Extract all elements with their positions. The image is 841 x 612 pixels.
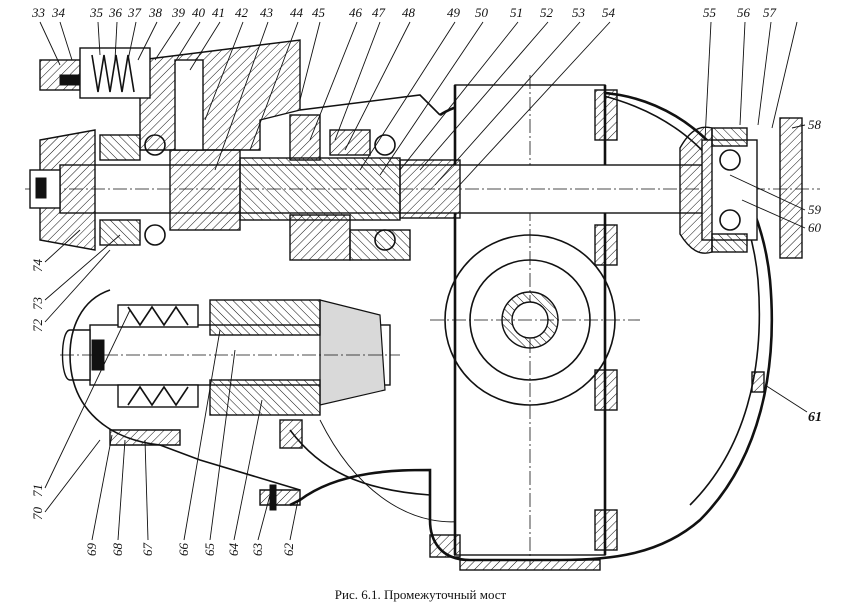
callout-71: 71 [30,484,45,497]
callout-52: 52 [540,5,554,20]
callout-37: 37 [127,5,142,20]
callout-69: 69 [84,543,99,557]
through-shaft [25,149,820,231]
callout-48: 48 [402,5,416,20]
callout-47: 47 [372,5,386,20]
callout-73: 73 [30,297,45,311]
callout-55: 55 [703,5,717,20]
callout-44: 44 [290,5,304,20]
callout-41: 41 [212,5,225,20]
callout-43: 43 [260,5,274,20]
callout-51: 51 [510,5,523,20]
callout-42: 42 [235,5,249,20]
callout-34: 34 [51,5,66,20]
callout-50: 50 [475,5,489,20]
callout-45: 45 [312,5,326,20]
leader-lines [39,21,808,541]
callout-35: 35 [89,5,104,20]
callout-63: 63 [250,543,265,557]
callout-68: 68 [110,543,125,557]
output-flange [679,117,803,259]
callout-64: 64 [226,543,241,557]
callout-labels: 33 34 35 36 37 38 39 40 41 42 43 44 45 4… [30,5,822,556]
callout-36: 36 [108,5,123,20]
callout-38: 38 [148,5,163,20]
callout-74: 74 [30,259,45,273]
breather-valve [39,47,151,99]
callout-72: 72 [30,319,45,333]
callout-67: 67 [140,543,155,557]
differential-gear [430,234,640,406]
pinion-shaft [60,299,400,416]
callout-49: 49 [447,5,461,20]
callout-53: 53 [572,5,586,20]
callout-40: 40 [192,5,206,20]
callout-60: 60 [808,220,822,235]
housing-bolt [429,371,765,558]
callout-54: 54 [602,5,616,20]
callout-39: 39 [171,5,186,20]
callout-61: 61 [808,410,822,425]
callout-56: 56 [737,5,751,20]
callout-58: 58 [808,117,822,132]
callout-62: 62 [281,543,296,557]
callout-46: 46 [349,5,363,20]
callout-66: 66 [176,543,191,557]
figure-caption: Рис. 6.1. Промежуточный мост [334,587,507,602]
input-flange [29,129,166,251]
callout-33: 33 [31,5,46,20]
callout-59: 59 [808,202,822,217]
callout-57: 57 [763,5,777,20]
callout-65: 65 [202,543,217,557]
lower-cover [69,289,303,511]
callout-70: 70 [30,507,45,521]
